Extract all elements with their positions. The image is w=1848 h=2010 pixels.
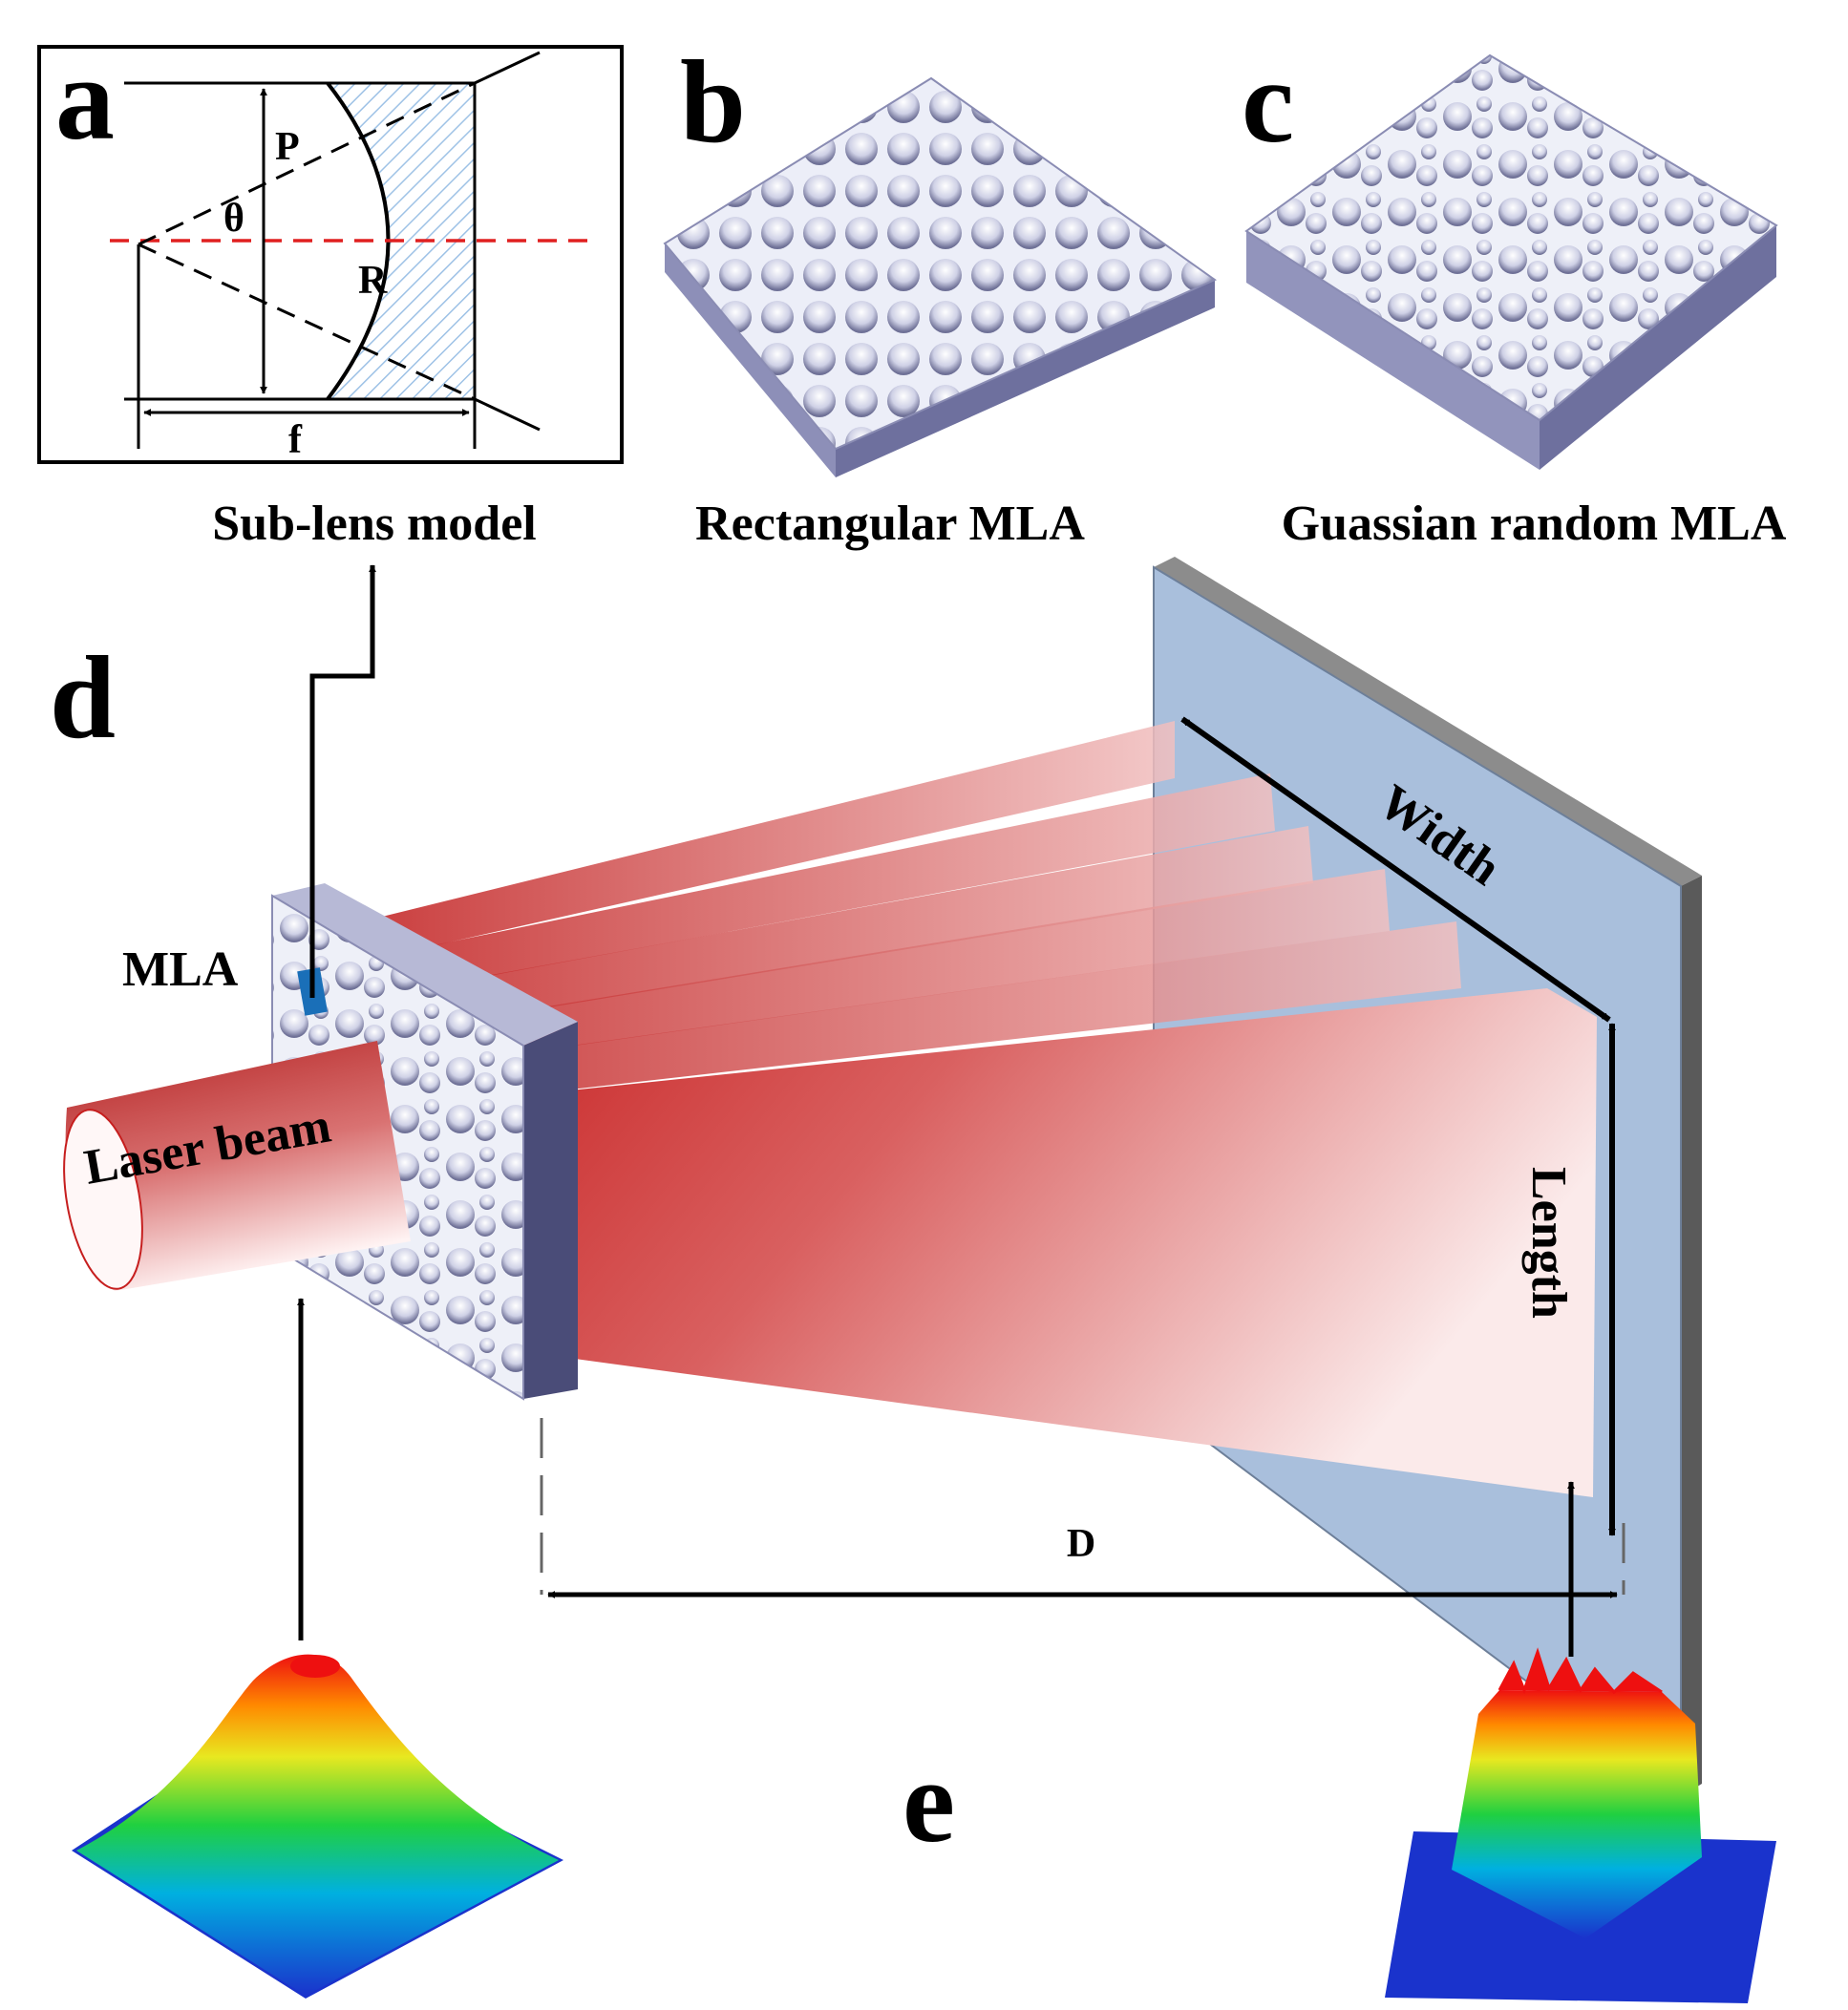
gaussian-input-profile (72, 1654, 563, 1999)
beam-band-1 (382, 721, 1175, 955)
panel-d-letter: d (50, 632, 116, 763)
beam-main (406, 988, 1597, 1497)
panel-c-letter: c (1242, 36, 1294, 167)
panel-e-letter: e (903, 1736, 955, 1867)
rect-mla-side-front (836, 280, 1215, 477)
beam-band-3 (392, 826, 1313, 1031)
subunit-pointer-arrow (309, 564, 376, 998)
length-label: Length (1521, 1167, 1576, 1319)
panel-b-caption: Rectangular MLA (695, 497, 1085, 551)
label-r: R (358, 259, 388, 303)
laser-beam-end-cap (63, 1109, 143, 1290)
rect-mla-top-surface (663, 76, 1218, 451)
gaussian-peak (290, 1655, 340, 1678)
label-p: P (275, 125, 300, 169)
panel-c-caption: Guassian random MLA (1282, 497, 1787, 551)
panel-e-intensity-profiles: e (72, 1298, 1776, 2003)
flat-top-speckle (1498, 1647, 1663, 1695)
beam-band-4 (396, 869, 1390, 1069)
panel-a-sub-lens-model: a P θ R f Sub-lens model (37, 33, 624, 551)
cone-ray-bottom (138, 243, 476, 401)
label-theta: θ (223, 197, 244, 241)
panel-b-rectangular-mla: b Rectangular MLA (663, 36, 1218, 551)
outgoing-ray-bottom (474, 397, 541, 432)
flat-top-surface (1452, 1690, 1702, 1938)
mla-label: MLA (122, 942, 239, 997)
random-mla-side-left (1246, 231, 1540, 470)
panel-a-letter: a (55, 33, 115, 164)
screen-side-edge (1681, 876, 1702, 1797)
random-mla-top-surface (1244, 53, 1778, 422)
panel-c-random-mla: c Guassian random MLA (1242, 36, 1787, 551)
gaussian-surface (76, 1654, 559, 1996)
outgoing-ray-top (474, 51, 541, 85)
panel-b-letter: b (680, 36, 746, 167)
cone-ray-top (138, 81, 476, 246)
laser-beam-cylinder (65, 1041, 412, 1291)
panel-d-optical-system: d Laser beam MLA Width Length D (50, 557, 1702, 1799)
mla-block-top (272, 883, 578, 1046)
random-mla-side-front (1540, 225, 1776, 470)
flat-top-output-profile (1385, 1647, 1776, 2003)
beam-band-2 (387, 773, 1275, 993)
mla-block-side (523, 1022, 578, 1399)
width-arrow (1180, 716, 1611, 1023)
distance-label: D (1067, 1522, 1095, 1566)
panel-a-caption: Sub-lens model (212, 497, 537, 551)
label-f: f (288, 418, 303, 462)
rect-mla-side-left (665, 243, 836, 477)
